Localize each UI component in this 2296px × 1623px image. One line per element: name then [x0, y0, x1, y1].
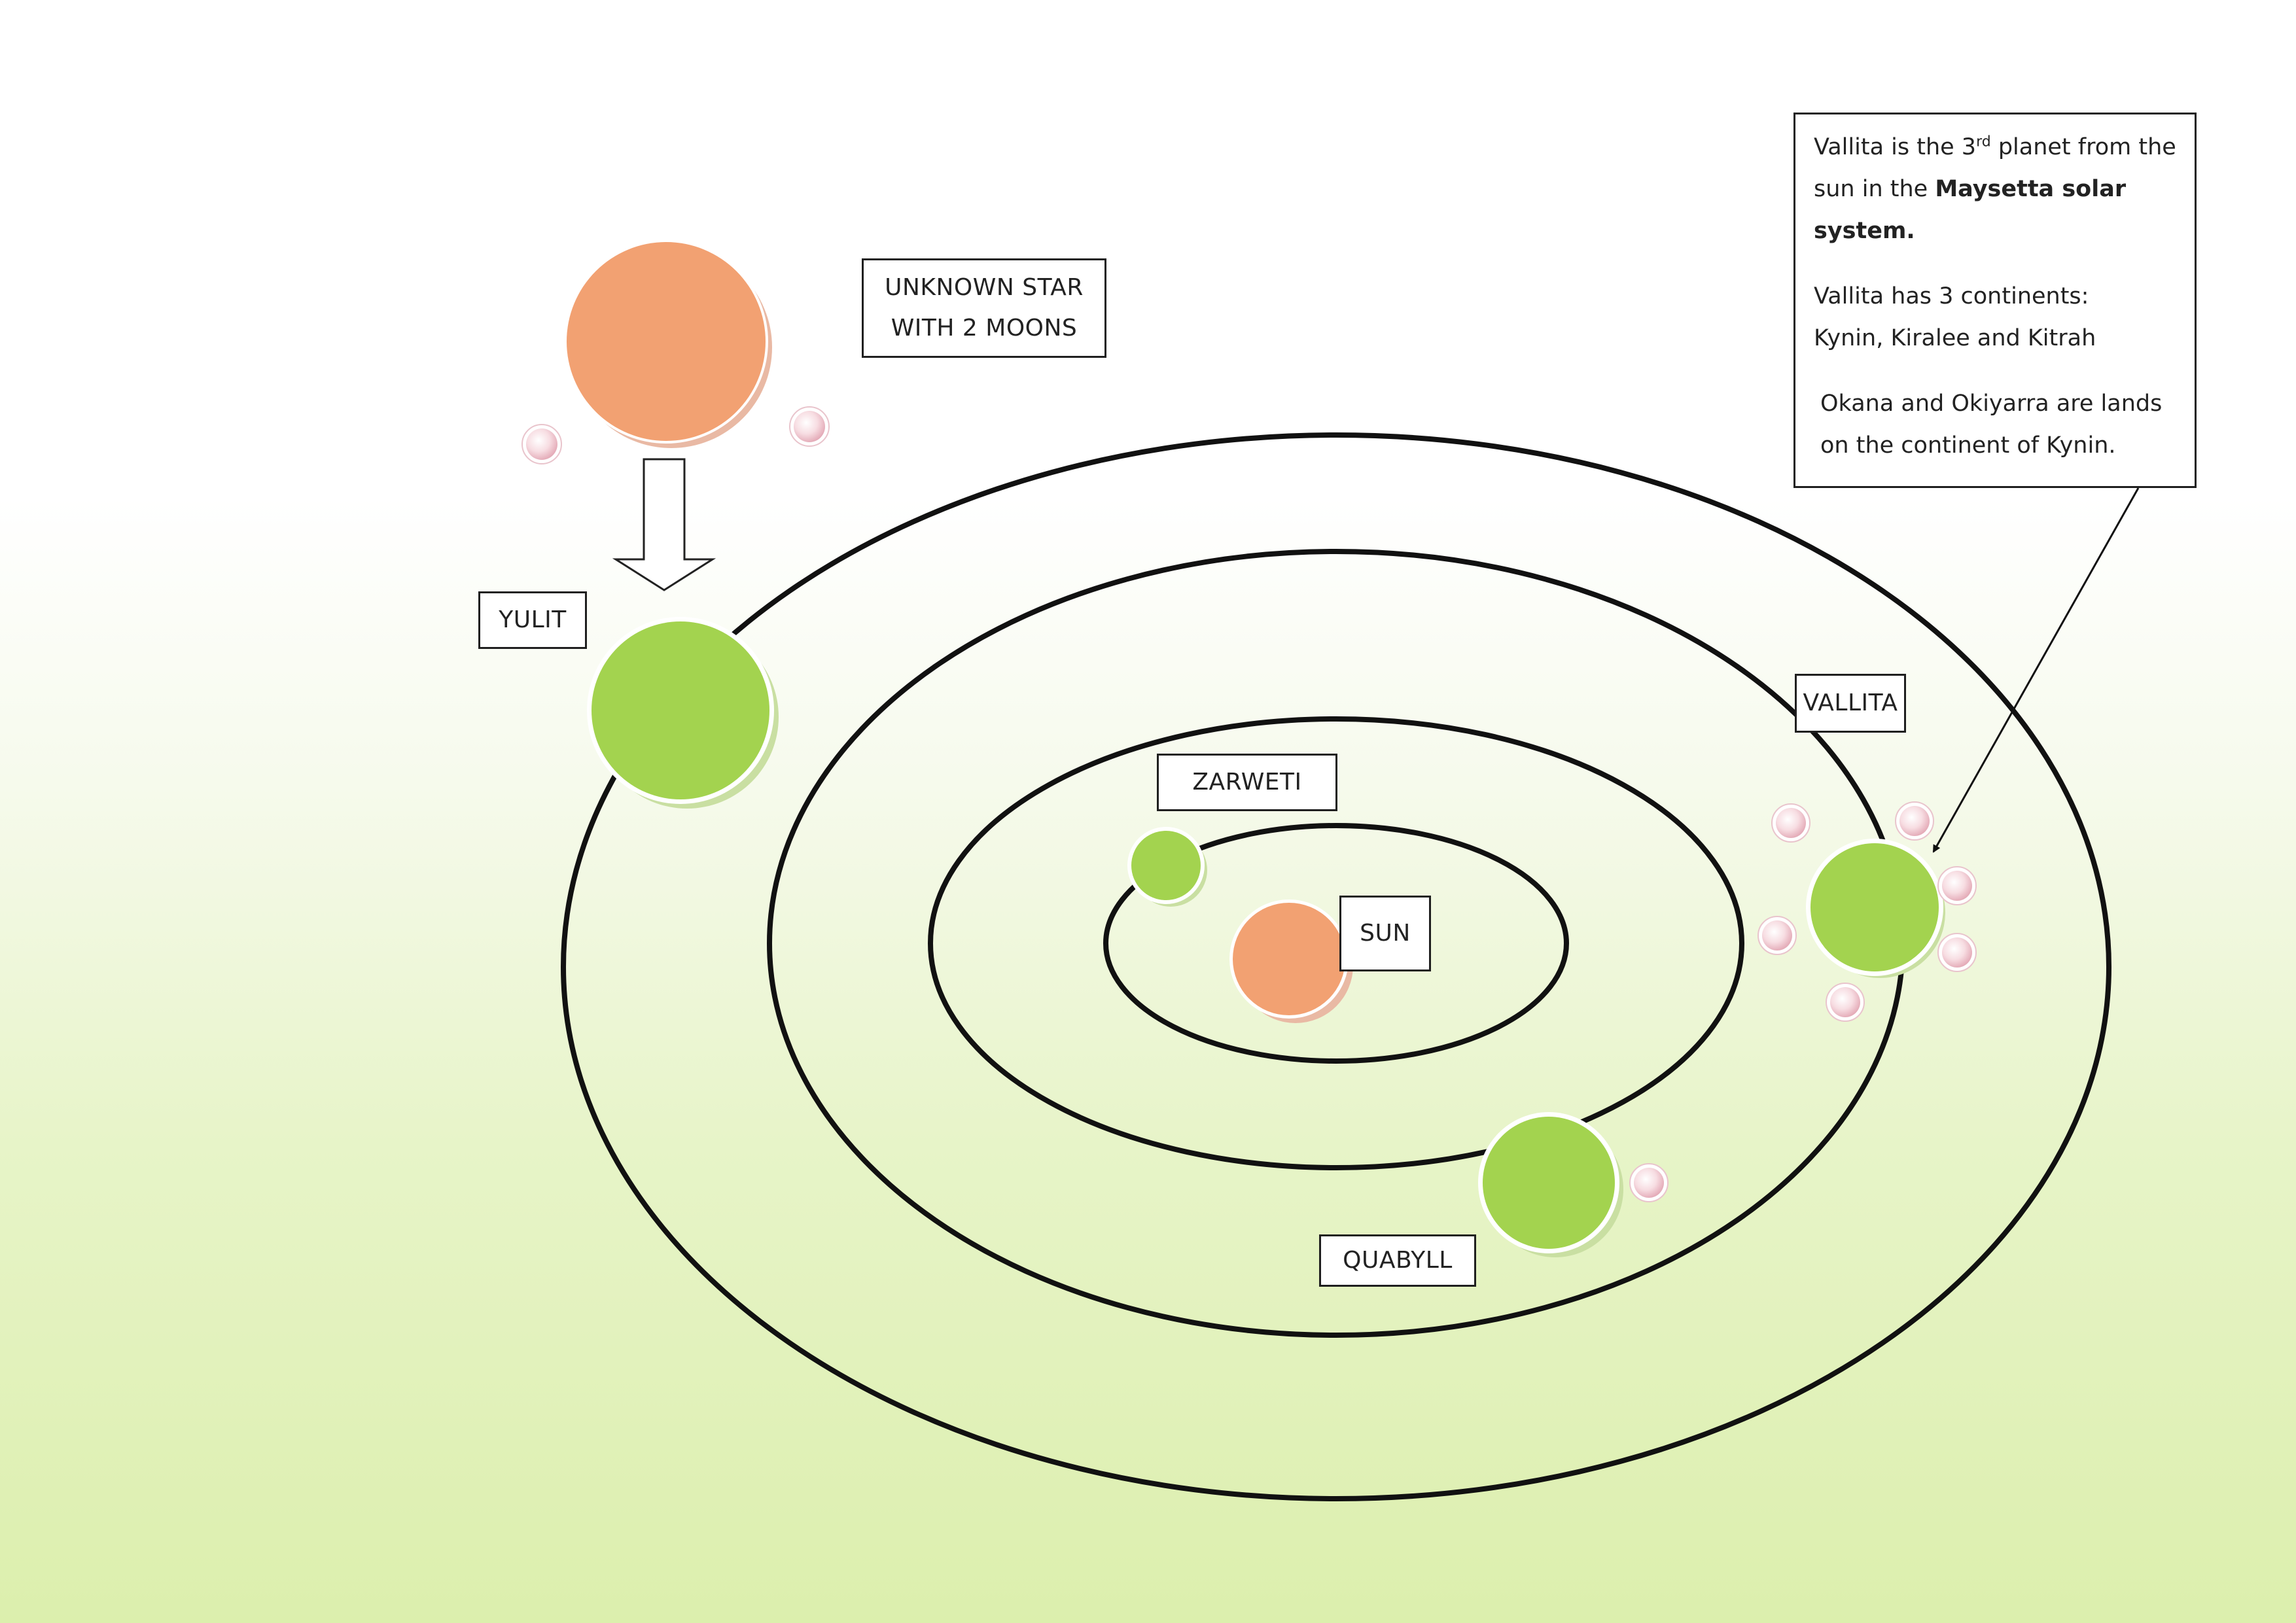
label-unknown-star-line2: WITH 2 MOONS — [891, 315, 1078, 341]
label-sun: SUN — [1339, 896, 1431, 971]
unknown-star-moon-right — [789, 406, 830, 447]
info-pointer-line — [1932, 487, 2140, 853]
label-zarweti-text: ZARWETI — [1192, 769, 1302, 795]
info-paragraph-3: Okana and Okiyarra are lands on the cont… — [1820, 391, 2163, 459]
vallita-moon-5 — [1937, 933, 1977, 972]
sun — [1229, 899, 1353, 1023]
info-p1-superscript: rd — [1976, 133, 1991, 150]
vallita-moon-3 — [1937, 866, 1977, 905]
unknown-star-moon-left — [521, 424, 562, 464]
label-sun-text: SUN — [1360, 920, 1411, 947]
vallita-moon-2 — [1895, 801, 1934, 841]
orbit-4 — [561, 432, 2111, 1501]
label-zarweti: ZARWETI — [1157, 754, 1337, 811]
planet-vallita — [1806, 839, 1945, 978]
info-p1-text-a: Vallita is the 3 — [1814, 134, 1977, 160]
label-yulit: YULIT — [478, 591, 587, 649]
quabyll-moon — [1629, 1163, 1669, 1202]
info-p2-line2: Kynin, Kiralee and Kitrah — [1814, 325, 2096, 351]
vallita-info-box: Vallita is the 3rd planet from the sun i… — [1793, 113, 2197, 488]
label-vallita-text: VALLITA — [1803, 689, 1898, 716]
label-quabyll-text: QUABYLL — [1343, 1247, 1453, 1274]
planet-yulit — [587, 617, 779, 809]
vallita-moon-4 — [1757, 916, 1797, 955]
vallita-moon-1 — [1771, 803, 1810, 843]
info-p1-bold-system: Maysetta solar system. — [1814, 176, 2127, 244]
planet-quabyll — [1478, 1112, 1623, 1257]
down-arrow — [612, 458, 716, 591]
info-paragraph-2: Vallita has 3 continents: Kynin, Kiralee … — [1814, 275, 2176, 359]
info-paragraph-1: Vallita is the 3rd planet from the sun i… — [1814, 126, 2176, 252]
label-quabyll: QUABYLL — [1319, 1234, 1476, 1287]
orbit-1 — [1103, 823, 1569, 1064]
info-p2-line1: Vallita has 3 continents: — [1814, 283, 2089, 309]
label-vallita: VALLITA — [1795, 674, 1906, 733]
planet-zarweti — [1127, 827, 1207, 907]
label-unknown-star-line1: UNKNOWN STAR — [885, 274, 1084, 301]
orbit-2 — [928, 716, 1744, 1170]
label-yulit-text: YULIT — [499, 606, 567, 633]
vallita-moon-6 — [1826, 983, 1865, 1022]
unknown-star — [564, 239, 772, 448]
info-p1-text-b: planet from the sun in the — [1814, 134, 2176, 202]
label-unknown-star: UNKNOWN STAR WITH 2 MOONS — [862, 258, 1106, 358]
